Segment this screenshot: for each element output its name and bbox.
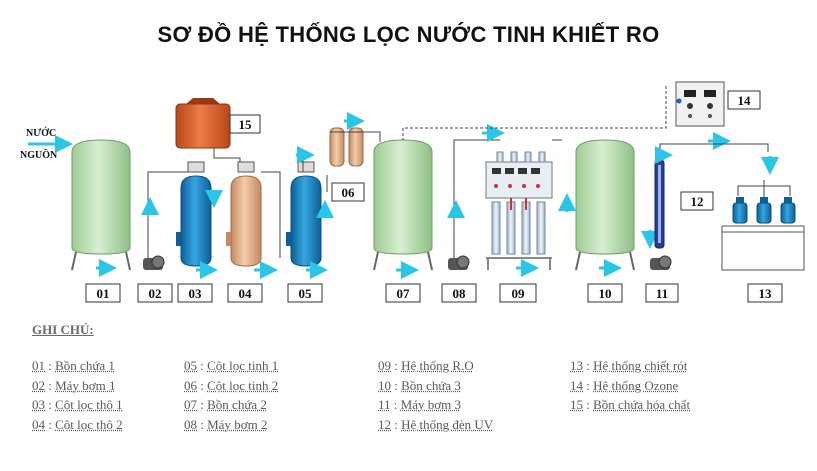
label-box-04: 04 [227,283,263,303]
storage-tank-3 [558,139,635,277]
legend-item: 04 : Cột lọc thô 2 [32,416,123,432]
pump-1 [141,171,188,270]
svg-text:14: 14 [738,93,752,108]
label-box-13: 13 [747,283,783,303]
svg-text:06: 06 [342,185,356,200]
fine-filter-2 [326,112,381,192]
svg-text:04: 04 [239,286,253,301]
coarse-filter-2 [226,161,281,279]
ozone-system [402,81,725,140]
ro-system-diagram: NƯỚC NGUỒN [20,81,805,303]
pump-3 [641,230,672,270]
storage-tank-1 [71,139,131,277]
legend-column-1: 01 : Bồn chứa 1 02 : Máy bơm 1 03 : Cột … [32,358,123,436]
label-box-01: 01 [85,283,121,303]
svg-text:08: 08 [453,286,467,301]
legend-column-2: 05 : Cột lọc tinh 1 06 : Cột lọc tinh 2 … [184,358,278,436]
label-box-05: 05 [287,283,323,303]
source-inlet: NƯỚC NGUỒN [20,127,73,161]
label-box-12: 12 [680,191,714,211]
svg-text:10: 10 [599,286,612,301]
pump-2 [447,124,505,270]
svg-text:13: 13 [759,286,773,301]
label-box-09: 09 [499,283,537,303]
legend-item: 11 : Máy bơm 3 [378,397,461,412]
storage-tank-2 [373,139,433,279]
svg-text:02: 02 [149,286,162,301]
legend-item: 09 : Hệ thống R.O [378,358,474,373]
ro-system [485,139,562,277]
legend-item: 13 : Hệ thống chiết rót [570,358,688,373]
label-box-10: 10 [587,283,623,303]
svg-text:09: 09 [512,286,526,301]
label-box-07: 07 [385,283,421,303]
legend-item: 01 : Bồn chứa 1 [32,358,115,373]
coarse-filter-1 [176,161,223,279]
svg-text:11: 11 [656,286,668,301]
legend-item: 06 : Cột lọc tinh 2 [184,377,279,393]
label-box-15: 15 [229,114,261,134]
legend-item: 03 : Cột lọc thô 1 [32,397,123,412]
legend-item: 08 : Máy bơm 2 [184,416,268,432]
svg-text:12: 12 [691,194,704,209]
svg-text:01: 01 [97,286,110,301]
legend-item: 05 : Cột lọc tinh 1 [184,358,279,373]
source-label-line2: NGUỒN [20,148,58,161]
label-box-11: 11 [645,283,679,303]
label-box-08: 08 [441,283,477,303]
legend-item: 07 : Bồn chứa 2 [184,397,267,412]
number-labels: 01 02 03 04 05 06 07 08 09 10 11 12 13 1… [85,90,783,303]
filling-system [721,180,805,271]
svg-text:15: 15 [239,117,253,132]
legend-item: 02 : Máy bơm 1 [32,377,116,393]
legend-item: 10 : Bồn chứa 3 [378,377,461,393]
label-box-03: 03 [177,283,213,303]
source-label-line1: NƯỚC [26,127,56,139]
legend-item: 15 : Bồn chứa hóa chất [570,397,691,412]
label-box-02: 02 [137,283,173,303]
uv-lamp-system [654,132,779,249]
diagram-title: SƠ ĐỒ HỆ THỐNG LỌC NƯỚC TINH KHIẾT RO [157,22,660,47]
legend-item: 14 : Hệ thống Ozone [570,377,679,393]
legend-column-3: 09 : Hệ thống R.O 10 : Bồn chứa 3 11 : M… [378,358,493,436]
svg-text:07: 07 [397,286,411,301]
fine-filter-1 [286,146,334,279]
legend-item: 12 : Hệ thống đèn UV [378,416,494,432]
legend-column-4: 13 : Hệ thống chiết rót 14 : Hệ thống Oz… [570,358,690,417]
label-box-06: 06 [331,182,365,202]
svg-text:05: 05 [299,286,313,301]
label-box-14: 14 [727,90,761,110]
legend-heading: GHI CHÚ: [32,322,94,337]
svg-text:03: 03 [189,286,203,301]
